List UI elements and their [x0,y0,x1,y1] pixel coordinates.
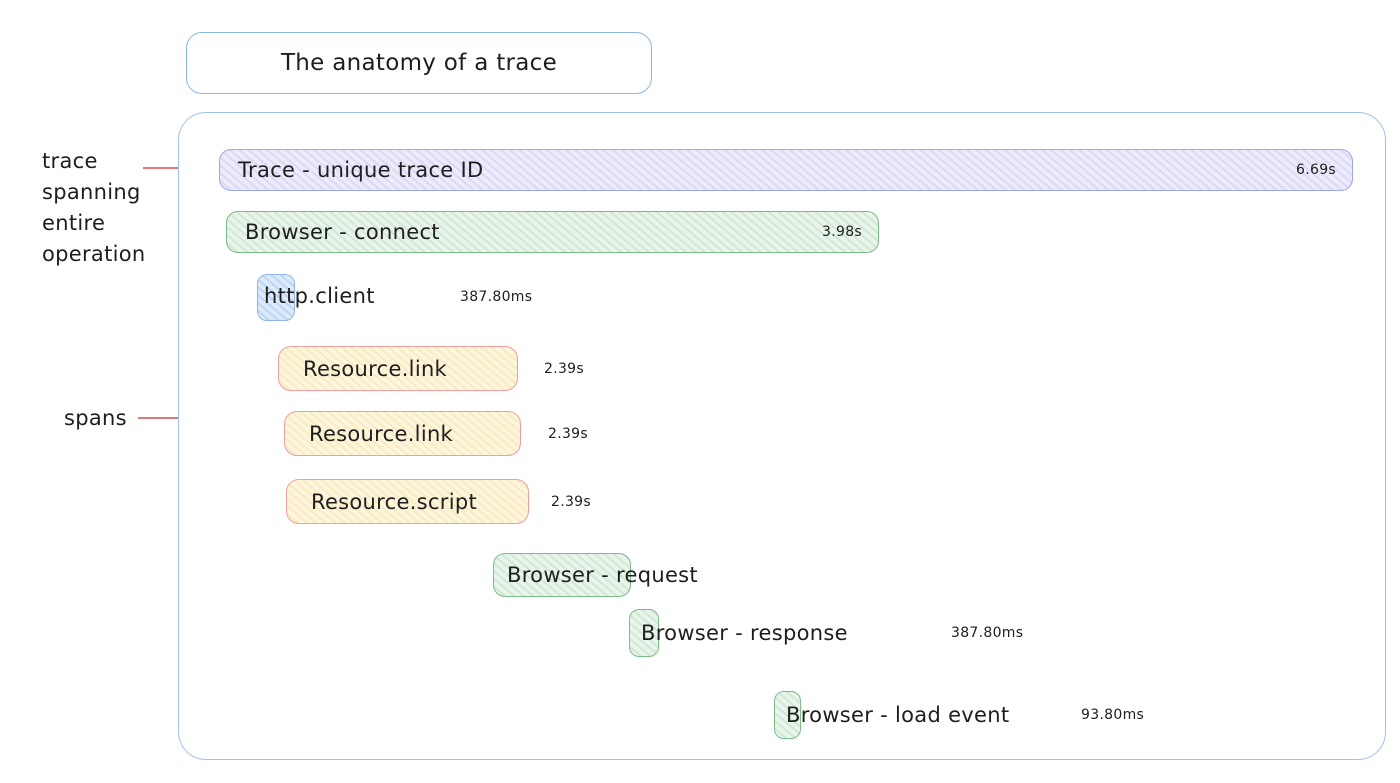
span-duration-http-client: 387.80ms [460,289,533,305]
span-duration-trace: 6.69s [1296,162,1336,178]
span-label-browser-request: Browser - request [507,563,698,587]
span-duration-browser-load-event: 93.80ms [1081,707,1145,723]
span-label-http-client: http.client [264,284,375,308]
trace-annotation: trace spanning entire operation [42,146,146,270]
span-label-browser-load-event: Browser - load event [786,703,1010,727]
spans-pointer-line [138,417,211,419]
span-bar-resource-link-1: Resource.link [278,346,518,391]
span-bar-browser-response [629,609,659,657]
span-bar-resource-script: Resource.script [286,479,529,524]
span-bar-resource-link-2: Resource.link [284,411,521,456]
span-label-browser-connect: Browser - connect [245,220,440,244]
trace-annotation-line-1: trace [42,149,98,173]
span-duration-browser-connect: 3.98s [822,224,862,240]
diagram-title: The anatomy of a trace [280,50,558,76]
span-duration-resource-link-2: 2.39s [548,426,588,442]
span-label-browser-response: Browser - response [641,621,848,645]
span-label-resource-link-1: Resource.link [303,356,448,381]
span-label-trace: Trace - unique trace ID [238,158,484,182]
span-duration-resource-link-1: 2.39s [544,361,584,377]
span-bar-browser-connect: Browser - connect 3.98s [226,211,879,253]
trace-annotation-line-4: operation [42,242,146,266]
span-label-resource-link-2: Resource.link [309,421,454,446]
span-duration-browser-response: 387.80ms [951,625,1024,641]
span-bar-browser-load-event [774,691,801,739]
span-duration-resource-script: 2.39s [551,494,591,510]
trace-pointer-line [143,167,204,169]
span-label-resource-script: Resource.script [311,489,477,514]
trace-annotation-line-3: entire [42,211,106,235]
span-bar-browser-request [493,553,631,597]
trace-annotation-line-2: spanning [42,180,141,204]
trace-container: Trace - unique trace ID 6.69s Browser - … [178,112,1386,760]
span-bar-http-client [257,274,295,321]
spans-annotation: spans [64,403,127,434]
span-bar-trace: Trace - unique trace ID 6.69s [219,149,1353,191]
diagram-title-box: The anatomy of a trace [186,32,652,94]
spans-annotation-label: spans [64,406,127,430]
